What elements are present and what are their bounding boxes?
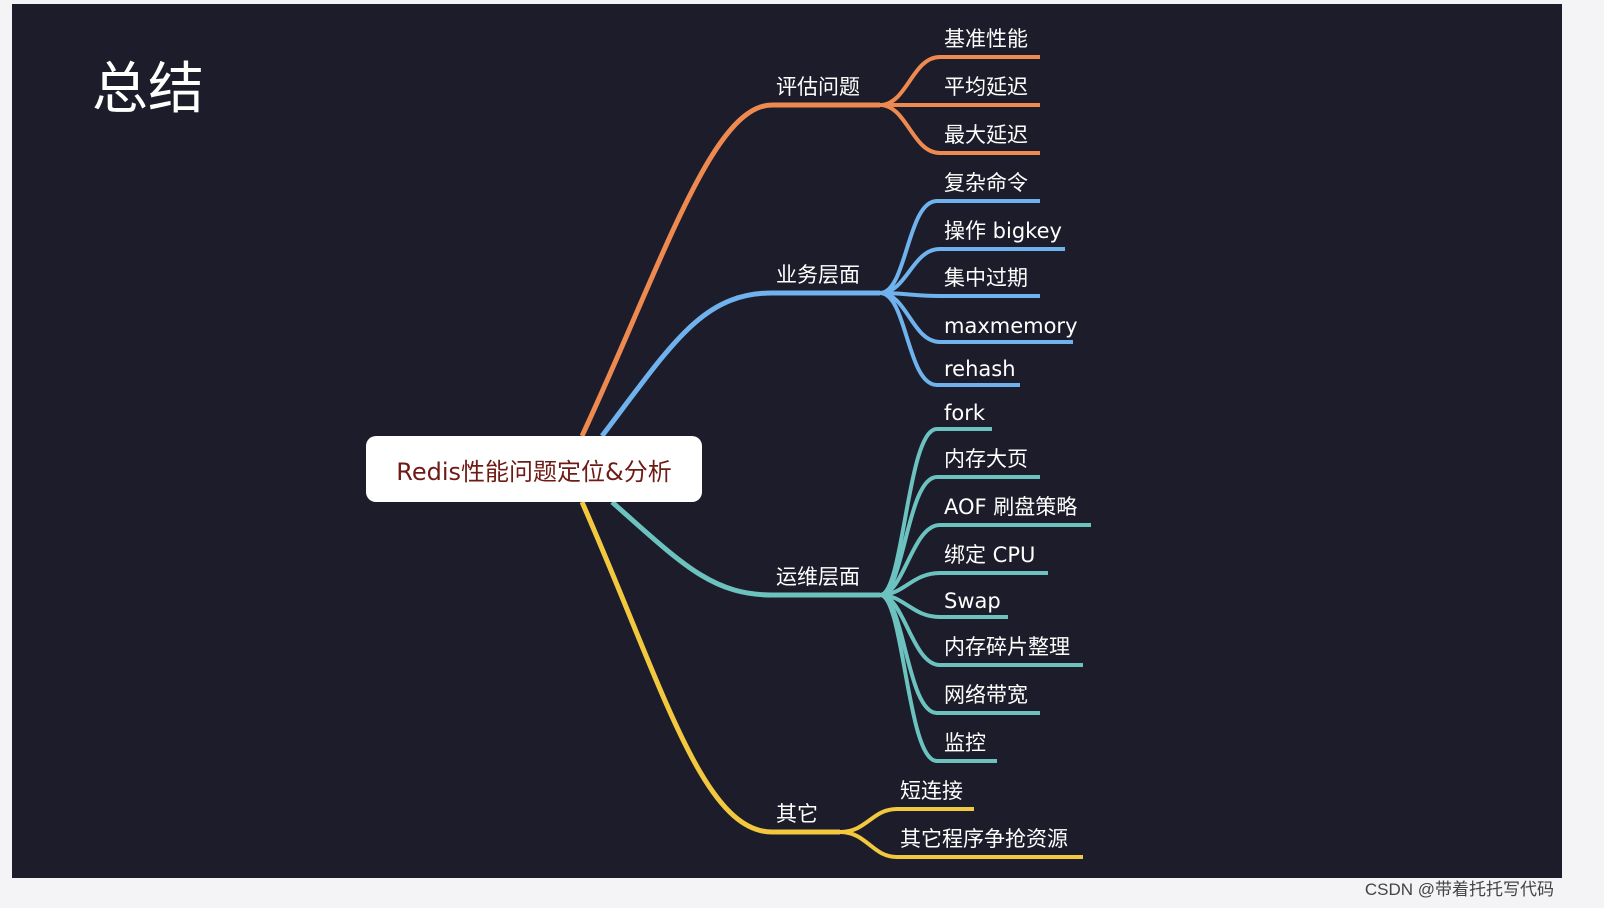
leaf-label: fork	[944, 401, 986, 425]
leaf-label: 操作 bigkey	[944, 219, 1062, 243]
leaf-label: AOF 刷盘策略	[944, 495, 1078, 519]
branch-label-eval: 评估问题	[776, 75, 860, 99]
connector-root-business	[600, 290, 880, 438]
connector-root-other	[579, 500, 840, 835]
slide: 总结 Redis性能问题定位&分析 评估问题 业务层面 运维层面 其它 基准性能…	[12, 4, 1562, 878]
connector-business-leaf	[879, 291, 1020, 387]
connector-ops-leaf	[879, 593, 997, 763]
leaf-label: 平均延迟	[944, 75, 1028, 99]
leaf-label: Swap	[944, 589, 1001, 613]
connector-other-leaf	[839, 830, 1083, 859]
leaf-label: 绑定 CPU	[944, 543, 1036, 567]
leaf-label: 集中过期	[944, 266, 1028, 290]
branch-label-other: 其它	[776, 802, 818, 826]
leaf-label: 网络带宽	[944, 683, 1028, 707]
connector-root-ops	[610, 500, 880, 598]
watermark: CSDN @带着托托写代码	[1364, 880, 1554, 899]
slide-title: 总结	[92, 57, 204, 122]
branch-label-business: 业务层面	[776, 263, 860, 287]
leaf-label: 复杂命令	[944, 171, 1028, 195]
leaf-label: rehash	[944, 357, 1016, 381]
root-node: Redis性能问题定位&分析	[366, 436, 702, 502]
connector-eval-leaf	[879, 103, 1040, 155]
mindmap-connectors	[579, 55, 1091, 859]
leaf-label: 其它程序争抢资源	[900, 827, 1068, 851]
leaf-label: 监控	[944, 731, 986, 755]
leaf-label: 基准性能	[944, 27, 1028, 51]
leaf-label: 内存大页	[944, 447, 1028, 471]
connector-eval-leaf	[879, 55, 1040, 107]
connector-business-leaf	[879, 199, 1040, 295]
leaf-label: 短连接	[900, 779, 963, 803]
connector-business-leaf	[879, 291, 1040, 298]
connector-ops-leaf	[879, 475, 1040, 597]
leaf-label: 最大延迟	[944, 123, 1028, 147]
leaf-label: maxmemory	[944, 314, 1078, 338]
connector-ops-leaf	[879, 523, 1091, 597]
root-node-label: Redis性能问题定位&分析	[396, 457, 672, 486]
branch-label-ops: 运维层面	[776, 565, 860, 589]
leaf-label: 内存碎片整理	[944, 635, 1070, 659]
connector-root-eval	[579, 102, 880, 438]
